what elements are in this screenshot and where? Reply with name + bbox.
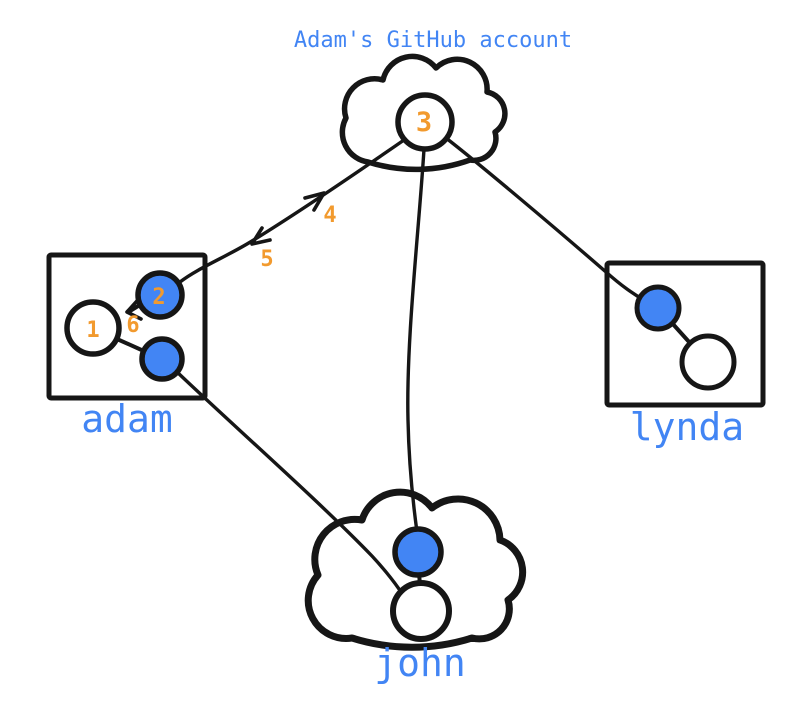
adam-commit-1-node <box>64 299 122 357</box>
adam-unsynced-commit-node <box>139 336 185 382</box>
arrowhead-merge-icon <box>125 299 143 321</box>
diagram-title: Adam's GitHub account <box>294 28 572 53</box>
github-commit-node <box>395 92 455 152</box>
edge-adam-to-john <box>174 369 401 591</box>
step-2-label: 2 <box>152 285 165 310</box>
edge-github-to-john <box>406 147 426 534</box>
connector-adam-commit1-commit3 <box>115 337 148 354</box>
edge-github-to-lynda <box>444 136 644 301</box>
lynda-label: lynda <box>630 405 744 449</box>
adam-label: adam <box>81 397 173 441</box>
step-4-label: 4 <box>323 203 336 228</box>
adam-commit-2-node <box>135 270 185 320</box>
adam-repo-box <box>46 252 208 401</box>
step-1-label: 1 <box>86 318 99 343</box>
arrowhead-pull-icon <box>250 226 272 246</box>
john-label: john <box>374 641 466 685</box>
step-5-label: 5 <box>260 247 273 272</box>
step-6-label: 6 <box>126 313 139 338</box>
lynda-white-commit-node <box>679 333 737 391</box>
lynda-blue-commit-node <box>634 284 682 332</box>
arrowhead-push-icon <box>303 191 326 212</box>
john-blue-commit-node <box>392 526 444 578</box>
step-3-label: 3 <box>416 107 432 138</box>
john-white-commit-node <box>390 580 452 642</box>
edge-github-to-adam <box>178 138 406 284</box>
connector-lynda-commits <box>670 321 692 345</box>
lynda-repo-box <box>604 260 766 408</box>
